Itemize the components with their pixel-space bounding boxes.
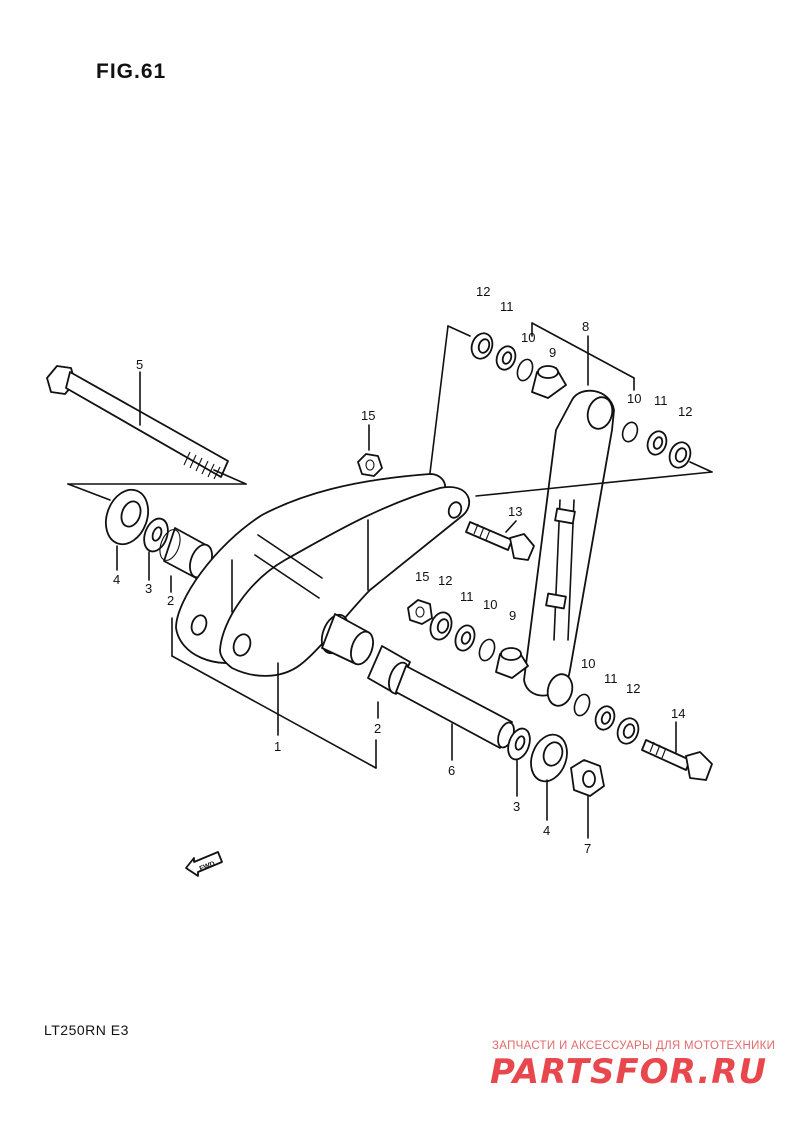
part-15-upper-nut [357, 453, 383, 477]
part-8-cushion-rod [523, 389, 615, 707]
part-11-rod-lower-washer [594, 705, 616, 731]
callout-12: 12 [476, 284, 490, 299]
callout-10: 10 [521, 330, 535, 345]
callout-10: 10 [627, 391, 641, 406]
part-1-cushion-lever [175, 473, 471, 677]
callout-15: 15 [361, 408, 375, 423]
part-6-spacer-tube [395, 665, 515, 749]
part-10-lower-circlip [478, 638, 496, 662]
watermark-logo: PARTSFOR.RU [490, 1052, 768, 1092]
part-12-rod-seal [668, 441, 692, 469]
part-14-bolt [641, 739, 713, 781]
callout-5: 5 [136, 357, 143, 372]
callout-labels: 12 11 10 9 8 10 11 12 5 15 13 4 3 2 15 1… [113, 284, 692, 856]
callout-11: 11 [500, 299, 514, 314]
model-code: LT250RN E3 [44, 1022, 129, 1038]
part-10-rod-lower-circlip [573, 693, 591, 717]
part-12-rod-lower-seal [616, 717, 640, 745]
callout-10: 10 [483, 597, 497, 612]
part-13-bolt [465, 521, 535, 561]
callout-3: 3 [145, 581, 152, 596]
callout-8: 8 [582, 319, 589, 334]
callout-15: 15 [415, 569, 429, 584]
part-10-rod-circlip [621, 421, 639, 443]
part-3-left-washer [143, 517, 169, 553]
callout-12: 12 [678, 404, 692, 419]
callout-9: 9 [549, 345, 556, 360]
part-15-lower-nut [407, 599, 433, 625]
callout-11: 11 [604, 671, 618, 686]
watermark-tagline: ЗАПЧАСТИ И АКСЕССУАРЫ ДЛЯ МОТОТЕХНИКИ [492, 1040, 776, 1052]
fwd-arrow: FWD [185, 851, 223, 877]
part-11-lower-washer [454, 624, 476, 652]
part-4-right-dust-seal [530, 733, 568, 783]
callout-2: 2 [374, 721, 381, 736]
callout-3: 3 [513, 799, 520, 814]
callout-12: 12 [438, 573, 452, 588]
callout-12: 12 [626, 681, 640, 696]
part-12-lower-seal [429, 611, 453, 641]
callout-1: 1 [274, 739, 281, 754]
assembly-lines [67, 322, 713, 839]
callout-4: 4 [543, 823, 550, 838]
callout-13: 13 [508, 504, 522, 519]
callout-4: 4 [113, 572, 120, 587]
callout-7: 7 [584, 841, 591, 856]
part-9-lower-bushing [495, 647, 529, 679]
part-9-upper-bushing [531, 365, 567, 399]
callout-6: 6 [448, 763, 455, 778]
callout-14: 14 [671, 706, 685, 721]
callout-10: 10 [581, 656, 595, 671]
figure-title: FIG.61 [96, 60, 167, 83]
callout-9: 9 [509, 608, 516, 623]
callout-2: 2 [167, 593, 174, 608]
part-10-upper-circlip [516, 358, 534, 382]
callout-11: 11 [460, 589, 474, 604]
part-3-right-washer [507, 727, 531, 761]
part-7-nut [570, 759, 605, 797]
part-4-left-dust-seal [105, 488, 149, 546]
part-11-rod-washer [646, 430, 668, 456]
part-11-upper-washer [495, 345, 517, 371]
callout-11: 11 [654, 393, 668, 408]
part-5-long-bolt [46, 365, 229, 480]
part-12-upper-seal [470, 332, 494, 360]
